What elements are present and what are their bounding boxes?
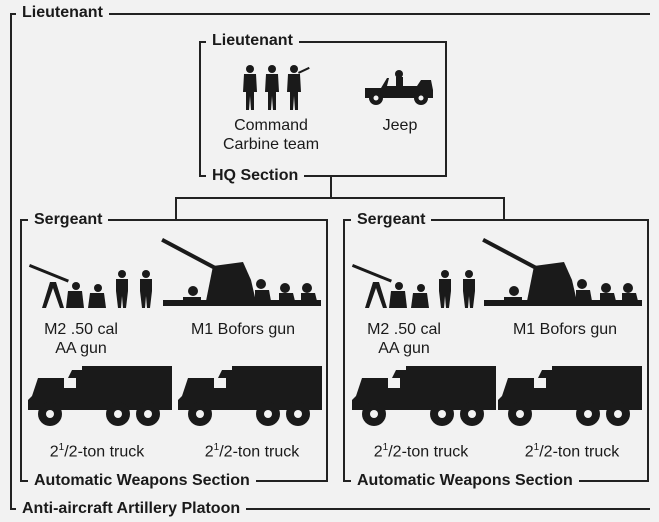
section-1-name-label: Automatic Weapons Section <box>28 472 256 490</box>
truck-icon <box>178 366 322 426</box>
section-2-leader-label: Sergeant <box>351 211 432 229</box>
m2-caption-2: AA gun <box>55 340 107 357</box>
m2-machine-gun-icon <box>351 263 475 308</box>
platoon-name-label: Anti-aircraft Artillery Platoon <box>16 500 247 518</box>
jeep-caption: Jeep <box>382 117 418 134</box>
command-team-caption-1: Command <box>234 117 308 134</box>
m2-caption-1: M2 .50 cal <box>44 321 118 338</box>
command-team-icon <box>243 65 310 110</box>
bofors-gun-icon <box>161 238 321 306</box>
m2-machine-gun-icon <box>28 263 152 308</box>
platoon-leader-label: Lieutenant <box>16 4 109 22</box>
hq-leader-label: Lieutenant <box>206 32 299 50</box>
bofors-gun-icon <box>482 238 642 306</box>
section-2-name-label: Automatic Weapons Section <box>351 472 579 490</box>
m2-caption-1: M2 .50 cal <box>367 321 441 338</box>
command-team-caption-2: Carbine team <box>222 136 320 153</box>
truck-caption: 21/2-ton truck <box>204 442 300 461</box>
truck-icon <box>352 366 496 426</box>
truck-caption: 21/2-ton truck <box>373 442 469 461</box>
truck-caption: 21/2-ton truck <box>524 442 620 461</box>
truck-icon <box>498 366 642 426</box>
hq-section-label: HQ Section <box>206 167 305 185</box>
jeep-icon <box>365 70 433 105</box>
truck-icon <box>28 366 172 426</box>
truck-caption: 21/2-ton truck <box>49 442 145 461</box>
m2-caption-2: AA gun <box>378 340 430 357</box>
section-1-leader-label: Sergeant <box>28 211 109 229</box>
bofors-caption: M1 Bofors gun <box>512 321 618 338</box>
bofors-caption: M1 Bofors gun <box>190 321 296 338</box>
